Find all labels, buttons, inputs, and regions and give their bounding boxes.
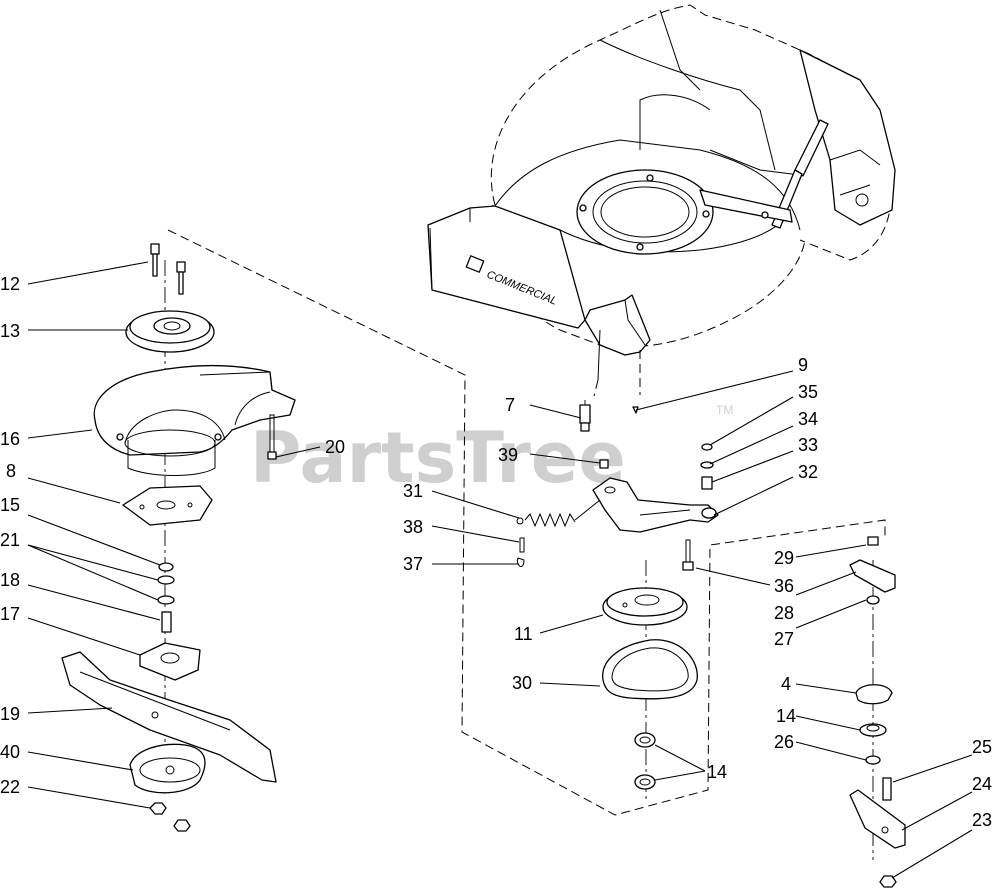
watermark: PartsTree TM <box>250 403 733 499</box>
callout-13: 13 <box>0 321 20 341</box>
nuts-22 <box>149 802 191 832</box>
callout-12: 12 <box>0 274 20 294</box>
blade-shroud-16 <box>93 364 296 476</box>
callout-37: 37 <box>403 554 423 574</box>
callout-29: 29 <box>774 548 794 568</box>
callout-22: 22 <box>0 777 20 797</box>
callout-33: 33 <box>798 435 818 455</box>
spring-31 <box>516 499 601 528</box>
bearings-14 <box>634 732 656 790</box>
bolt-36 <box>682 539 694 571</box>
callout-40: 40 <box>0 742 20 762</box>
belt-30 <box>602 639 698 700</box>
idler-arm-32 <box>592 477 719 533</box>
callout-26: 26 <box>774 732 794 752</box>
pin-38-37 <box>516 537 525 567</box>
blade-19 <box>61 651 277 783</box>
mower-deck: COMMERCIAL <box>427 4 896 397</box>
callout-25: 25 <box>972 737 992 757</box>
callout-4: 4 <box>781 674 791 694</box>
callout-34: 34 <box>798 409 818 429</box>
callout-38: 38 <box>403 517 423 537</box>
callout-31: 31 <box>403 481 423 501</box>
callout-23: 23 <box>972 810 992 830</box>
plate-8 <box>122 485 213 526</box>
callout-7: 7 <box>505 395 515 415</box>
callout-19: 19 <box>0 704 20 724</box>
pulley-13 <box>125 310 215 353</box>
callout-18: 18 <box>0 570 20 590</box>
pulley-11 <box>602 587 688 626</box>
watermark-text: PartsTree <box>250 417 626 499</box>
callout-20: 20 <box>325 437 345 457</box>
callout-15: 15 <box>0 495 20 515</box>
callout-24: 24 <box>972 774 992 794</box>
callout-28: 28 <box>774 603 794 623</box>
callout-30: 30 <box>512 673 532 693</box>
callout-9: 9 <box>798 355 808 375</box>
hardware-stack <box>139 562 201 681</box>
callout-14-right: 14 <box>776 706 796 726</box>
right-stack <box>849 536 906 888</box>
watermark-trademark: TM <box>716 403 733 417</box>
bolts-12 <box>150 243 186 295</box>
callout-32: 32 <box>798 462 818 482</box>
bolt-20 <box>267 414 277 460</box>
callout-36: 36 <box>774 576 794 596</box>
callout-8: 8 <box>6 461 16 481</box>
callout-11: 11 <box>514 624 533 644</box>
callout-16: 16 <box>0 429 20 449</box>
callout-27: 27 <box>774 629 794 649</box>
callout-39: 39 <box>498 445 518 465</box>
blade-adapter-40 <box>129 743 206 794</box>
callout-labels: 12 13 16 8 15 21 18 17 19 40 22 20 9 7 3… <box>0 274 992 830</box>
callout-35: 35 <box>798 382 818 402</box>
callout-14-center: 14 <box>707 762 727 782</box>
callout-17: 17 <box>0 604 20 624</box>
callout-21: 21 <box>0 530 20 550</box>
leader-lines <box>27 261 973 879</box>
